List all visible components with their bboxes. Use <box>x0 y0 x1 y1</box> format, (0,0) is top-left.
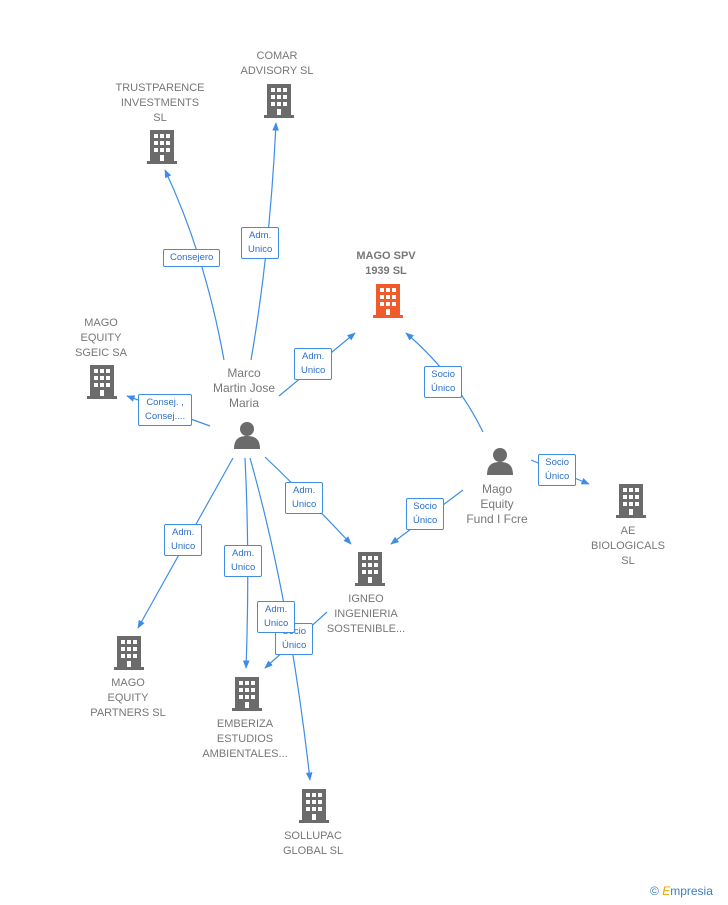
node-label-fund[interactable]: Mago Equity Fund I Fcre <box>466 482 528 526</box>
marco-person-icon[interactable] <box>234 422 260 449</box>
mago-sgeic-building-icon[interactable] <box>87 365 117 399</box>
edge-label-socio-spv[interactable]: Socio Único <box>424 366 463 398</box>
node-label-emberiza[interactable]: EMBERIZA ESTUDIOS AMBIENTALES... <box>202 718 288 760</box>
mago-partners-building-icon[interactable] <box>114 636 144 670</box>
comar-building-icon[interactable] <box>264 84 294 118</box>
node-label-sollupac[interactable]: SOLLUPAC GLOBAL SL <box>282 830 344 857</box>
edge-label-adm-emberiza[interactable]: Adm. Unico <box>224 545 263 577</box>
edge-label-adm-comar[interactable]: Adm. Unico <box>241 227 280 259</box>
ae-biologicals-building-icon[interactable] <box>616 484 646 518</box>
node-label-ae-biologicals[interactable]: AE BIOLOGICALS SL <box>591 525 665 567</box>
sollupac-building-icon[interactable] <box>299 789 329 823</box>
node-label-mago-partners[interactable]: MAGO EQUITY PARTNERS SL <box>90 677 166 719</box>
node-label-marco[interactable]: Marco Martin Jose Maria <box>212 366 276 410</box>
edge-label-adm-partners[interactable]: Adm. Unico <box>164 524 203 556</box>
node-label-igneo[interactable]: IGNEO INGENIERIA SOSTENIBLE... <box>326 593 406 635</box>
trustparence-building-icon[interactable] <box>147 130 177 164</box>
node-label-mago-sgeic[interactable]: MAGO EQUITY SGEIC SA <box>75 317 127 359</box>
copyright-symbol: © <box>650 884 659 898</box>
brand-name: mpresia <box>670 884 713 898</box>
empresia-brand[interactable]: © Empresia <box>650 884 713 898</box>
edge-label-adm-igneo[interactable]: Adm. Unico <box>285 482 324 514</box>
edges <box>126 122 590 781</box>
edge-label-consejero[interactable]: Consejero <box>163 249 221 267</box>
edge-label-socio-ae[interactable]: Socio Único <box>538 454 577 486</box>
edge-label-adm-spv[interactable]: Adm. Unico <box>294 348 333 380</box>
edge-label-consej-sgeic[interactable]: Consej. , Consej.... <box>138 394 193 426</box>
fund-person-icon[interactable] <box>487 448 513 475</box>
node-label-trustparence[interactable]: TRUSTPARENCE INVESTMENTS SL <box>115 82 205 124</box>
mago-spv-building-icon[interactable] <box>373 284 403 318</box>
igneo-building-icon[interactable] <box>355 552 385 586</box>
brand-initial: E <box>662 884 671 898</box>
edge-label-adm-sollupac[interactable]: Adm. Unico <box>257 601 296 633</box>
emberiza-building-icon[interactable] <box>232 677 262 711</box>
edge-label-socio-igneo[interactable]: Socio Único <box>406 498 445 530</box>
node-label-comar[interactable]: COMAR ADVISORY SL <box>240 50 314 77</box>
node-label-mago-spv[interactable]: MAGO SPV 1939 SL <box>356 250 416 277</box>
